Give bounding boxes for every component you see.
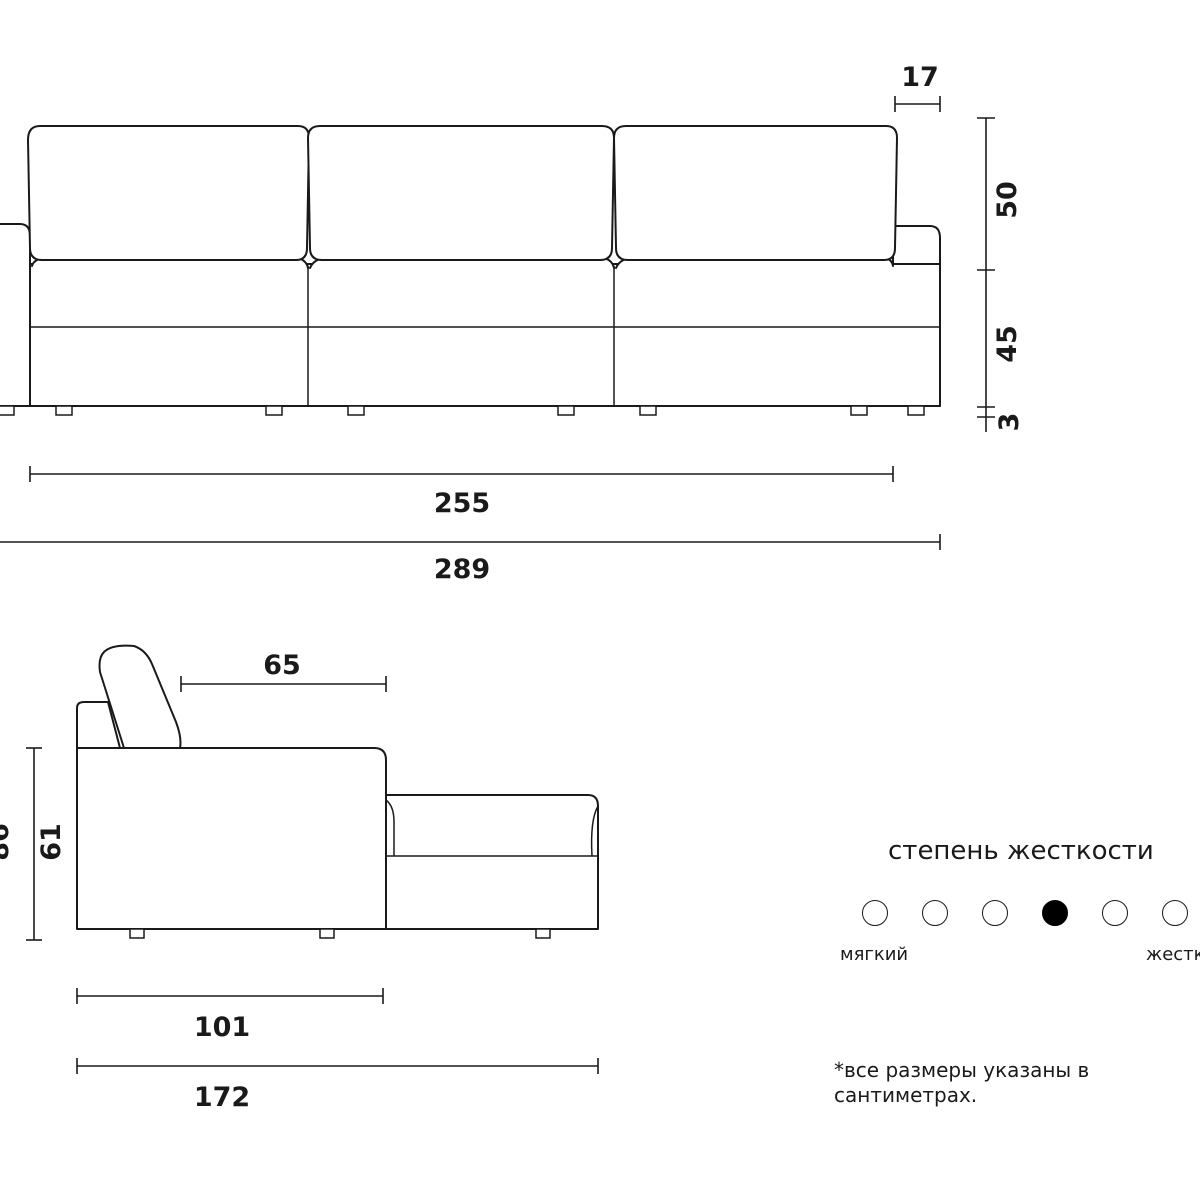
firmness-dot-5 xyxy=(1102,900,1128,926)
dim-seat-depth: 65 xyxy=(180,650,387,692)
side-backrest xyxy=(76,701,121,749)
firmness-dot-6 xyxy=(1162,900,1188,926)
side-ottoman xyxy=(385,794,599,930)
back-cushion-left xyxy=(27,125,310,261)
dim-armrest-width-label: 17 xyxy=(901,62,939,93)
firmness-dot-4 xyxy=(1042,900,1068,926)
dim-seat-height-label: 45 xyxy=(992,325,1023,363)
side-body xyxy=(76,747,387,930)
dim-total-height-label: 86 xyxy=(0,823,15,861)
dim-back-height-label: 50 xyxy=(992,181,1023,219)
dim-seat-width-label: 255 xyxy=(434,488,490,519)
dim-armrest-height-label: 61 xyxy=(36,823,67,861)
left-armrest xyxy=(0,223,31,407)
back-cushion-middle xyxy=(307,125,615,261)
firmness-dot-3 xyxy=(982,900,1008,926)
dim-depth: 101 xyxy=(76,988,384,1043)
side-ottoman-front-edge xyxy=(590,805,599,857)
front-legs xyxy=(0,405,925,416)
firmness-min-label: мягкий xyxy=(840,944,909,965)
back-cushion-right xyxy=(613,125,898,261)
dim-total-width-label: 289 xyxy=(434,554,490,585)
side-view: 65 61 86 101 172 xyxy=(0,644,599,1113)
dim-armrest-height: 61 xyxy=(26,747,67,941)
firmness-scale xyxy=(862,900,1188,926)
dim-depth-with-ottoman: 172 xyxy=(76,1058,599,1113)
firmness-dot-1 xyxy=(862,900,888,926)
front-view: 17 50 45 3 255 289 xyxy=(0,62,1025,585)
dim-seat-depth-label: 65 xyxy=(263,650,301,681)
dim-depth-with-ottoman-label: 172 xyxy=(194,1082,250,1113)
dim-depth-label: 101 xyxy=(194,1012,250,1043)
side-back-cushion xyxy=(98,644,182,749)
firmness-max-label: жесткий xyxy=(1146,944,1200,965)
side-ottoman-cushion-edge xyxy=(385,799,395,856)
footnote: *все размеры указаны в сантиметрах. xyxy=(834,1058,1090,1107)
dim-leg-height-label: 3 xyxy=(994,413,1025,432)
dim-armrest-width: 17 xyxy=(894,62,941,112)
firmness-dot-2 xyxy=(922,900,948,926)
firmness-title: степень жесткости xyxy=(888,836,1154,866)
dim-total-width: 289 xyxy=(0,534,941,585)
seat-base xyxy=(29,263,941,407)
side-legs xyxy=(129,928,551,939)
dim-vertical-chain: 50 45 3 xyxy=(977,117,1025,432)
dim-seat-width: 255 xyxy=(29,466,894,519)
